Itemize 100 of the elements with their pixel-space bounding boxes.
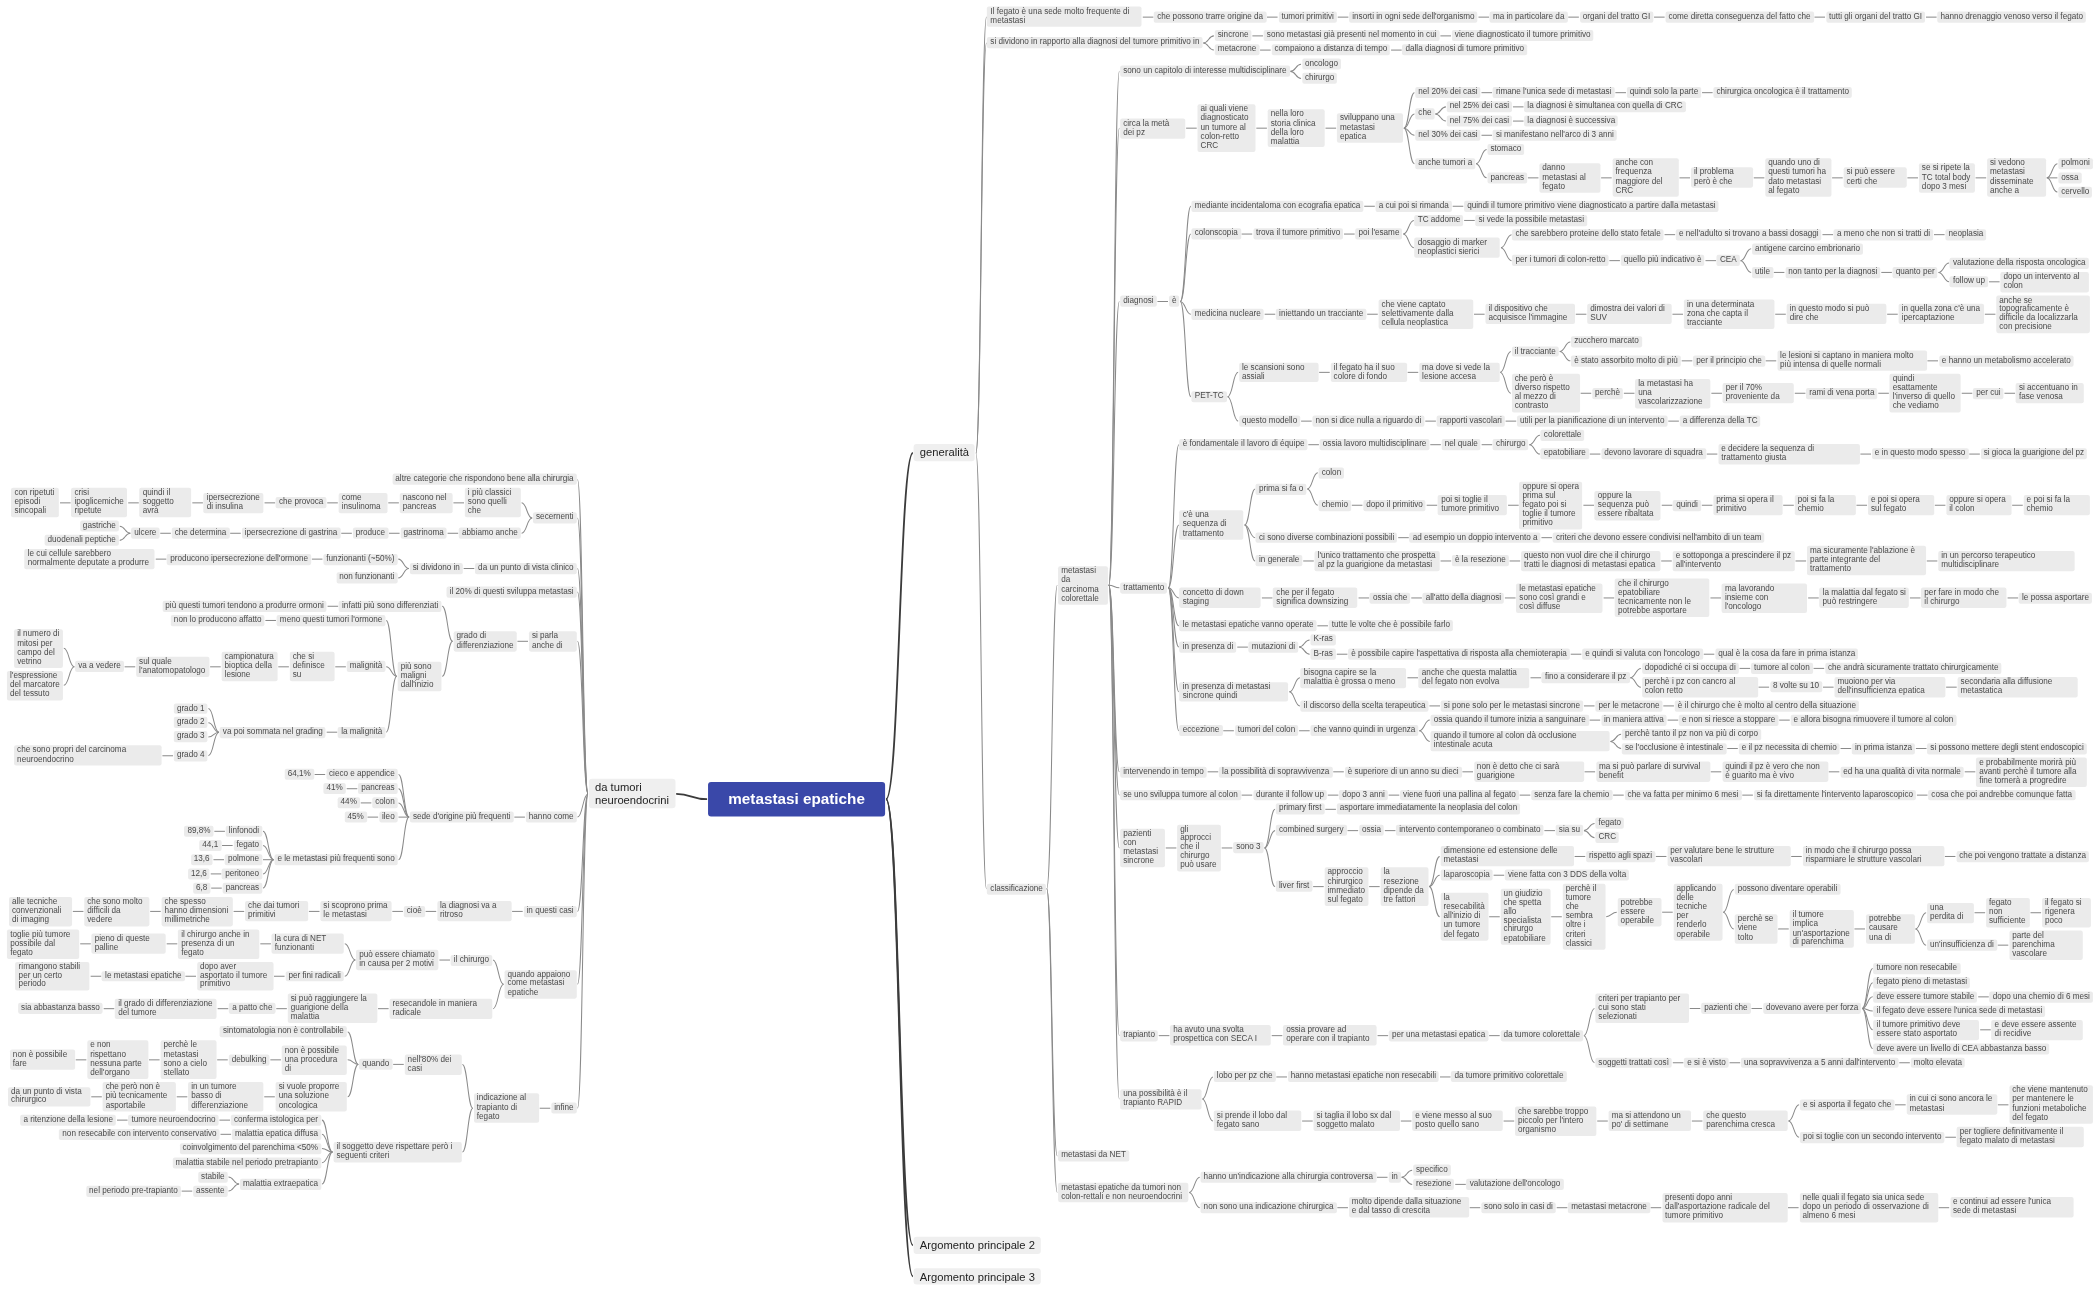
subtopic: trattamento <box>1120 582 1168 594</box>
subtopic: ossia quando il tumore inizia a sanguinare <box>1430 714 1589 726</box>
subtopic: in questi casi <box>523 905 577 917</box>
subtopic: cieco e appendice <box>326 768 398 781</box>
subtopic: chemio <box>1318 499 1351 511</box>
subtopic: le metastasi epatiche vanno operate <box>1179 620 1317 632</box>
subtopic: dosaggio di marker neoplastici sierici <box>1414 237 1501 258</box>
subtopic: polmone <box>224 854 263 866</box>
subtopic: viene diagnosticato il tumore primitivo <box>1451 30 1594 42</box>
subtopic: funzionanti (~50%) <box>323 553 398 565</box>
subtopic: sincrone <box>1214 30 1252 42</box>
subtopic: criteri che devono essere condivisi nell'ambito di un team <box>1552 532 1765 544</box>
subtopic: il chirurgo <box>450 954 493 966</box>
subtopic: poi si toglie con un secondo intervento <box>1799 1131 1945 1143</box>
subtopic: quando <box>359 1058 393 1070</box>
subtopic: sono 3 <box>1233 842 1264 854</box>
subtopic: neoplasia <box>1945 229 1987 241</box>
subtopic: anche che questa malattia del fegato non evolva <box>1418 667 1530 688</box>
subtopic: poi si fa la chemio <box>1794 495 1856 516</box>
subtopic: dopo il primitivo <box>1363 499 1426 511</box>
subtopic: CEA <box>1716 255 1740 267</box>
subtopic: CRC <box>1595 832 1620 844</box>
subtopic: muoiono per via dell'insufficienza epatica <box>1834 677 1946 698</box>
subtopic: quindi esattamente l'inverso di quello che vediamo <box>1889 374 1961 413</box>
subtopic: quello più indicativo è <box>1620 255 1705 267</box>
subtopic: che spesso hanno dimensioni millimetriche <box>161 896 233 927</box>
subtopic: che <box>1415 108 1435 120</box>
subtopic: che viene mantenuto per mantenere le funzioni metaboliche del fegato <box>2009 1085 2093 1125</box>
subtopic: si vuole proporre una soluzione oncologica <box>275 1082 347 1112</box>
subtopic: le metastasi epatiche sono così grandi e così diffuse <box>1516 583 1603 613</box>
subtopic: il tumore implica un'asportazione di parenchima <box>1789 909 1854 949</box>
subtopic: mutazioni di <box>1248 641 1299 653</box>
subtopic: rispetto agli spazi <box>1586 850 1656 863</box>
subtopic: rapporti vascolari <box>1436 415 1505 427</box>
subtopic: presenti dopo anni dall'asportazione radicale del tumore primitivo <box>1662 1193 1788 1223</box>
subtopic: l'unico trattamento che prospetta al pz la guarigione da metastasi <box>1314 550 1440 572</box>
subtopic: bisogna capire se la malattia è grossa o meno <box>1300 667 1407 688</box>
subtopic: e non si riesce a stoppare <box>1679 714 1779 726</box>
subtopic: poi si toglie il tumore primitivo <box>1438 495 1508 516</box>
subtopic: lobo per pz che <box>1213 1071 1276 1083</box>
subtopic: PET-TC <box>1191 391 1227 403</box>
subtopic: eccezione <box>1179 725 1223 737</box>
subtopic: gli approcci che il chirurgo può usare <box>1177 824 1221 872</box>
subtopic: il soggetto deve rispettare però i seguenti criteri <box>333 1141 462 1163</box>
subtopic: dopo una chemio di 6 mesi <box>1989 991 2093 1003</box>
subtopic: e poi si fa la chemio <box>2023 495 2090 516</box>
subtopic: e allora bisogna rimuovere il tumore al colon <box>1790 714 1957 726</box>
subtopic: tutti gli organi del tratto GI <box>1825 11 1926 23</box>
subtopic: un giudizio che spetta allo specialista chirurgo epatobiliare <box>1500 888 1551 946</box>
subtopic: molto dipende dalla situazione e dal tasso di crescita <box>1348 1197 1469 1218</box>
subtopic: sono un capitolo di interesse multidisciplinare <box>1120 65 1290 77</box>
subtopic: il dispositivo che acquisisce l'immagine <box>1485 304 1575 325</box>
subtopic: nell'80% dei casi <box>404 1054 462 1075</box>
subtopic: le metastasi epatiche <box>102 970 185 982</box>
subtopic: hanno come <box>525 811 577 823</box>
subtopic: dovevano avere per forza <box>1762 1002 1862 1015</box>
subtopic: la diagnosi va a ritroso <box>437 901 512 922</box>
subtopic: possono diventare operabili <box>1734 883 1841 895</box>
subtopic: durante il follow up <box>1253 789 1327 801</box>
subtopic: per i tumori di colon-retto <box>1512 255 1609 267</box>
subtopic: e si è visto <box>1684 1057 1729 1069</box>
subtopic: più questi tumori tendono a produrre ormoni <box>162 600 327 612</box>
subtopic: classificazione <box>987 883 1046 895</box>
subtopic: se l'occlusione è intestinale <box>1621 742 1727 755</box>
subtopic: ma sicuramente l'ablazione è parte integrante del trattamento <box>1806 546 1926 576</box>
subtopic: trova il tumore primitivo <box>1253 228 1344 240</box>
subtopic: va a vedere <box>75 661 124 673</box>
subtopic: organi del tratto GI <box>1579 11 1654 23</box>
subtopic: il problema però è che <box>1690 167 1753 188</box>
subtopic: fegato <box>1595 817 1625 830</box>
subtopic: TC addome <box>1414 214 1464 227</box>
subtopic: il fegato si rigenera poco <box>2041 898 2091 928</box>
subtopic: intervento contemporaneo o combinato <box>1396 825 1544 837</box>
subtopic: che però non è più tecnicamente asportabile <box>102 1082 176 1112</box>
subtopic: oncologo <box>1301 58 1341 70</box>
subtopic: si accentuano in fase venosa <box>2015 383 2085 404</box>
subtopic: che andrà sicuramente trattato chirurgicamente <box>1824 662 2002 674</box>
subtopic: quando appaiono come metastasi epatiche <box>504 969 577 1000</box>
subtopic: sono solo in casi di <box>1481 1202 1556 1214</box>
subtopic: nel 75% dei casi <box>1446 115 1513 127</box>
subtopic: i più classici sono quelli che <box>464 488 521 518</box>
subtopic: toglie più tumore possibile dal fegato <box>7 929 80 959</box>
subtopic: che sono propri del carcinoma neuroendocrino <box>14 745 162 766</box>
subtopic: perchè <box>1592 387 1624 399</box>
subtopic: che sarebbe troppo piccolo per l'intero organismo <box>1515 1106 1597 1136</box>
subtopic: e decidere la sequenza di trattamento giusta <box>1718 443 1860 465</box>
subtopic: mediante incidentaloma con ecografia epatica <box>1191 200 1364 212</box>
subtopic: e poi si opera sul fegato <box>1867 495 1934 516</box>
subtopic: per il principio che <box>1693 355 1765 367</box>
subtopic: ossia <box>1358 825 1385 837</box>
subtopic: e si asporta il fegato che <box>1799 1099 1895 1111</box>
subtopic: pancreas <box>222 882 263 894</box>
subtopic: la diagnosi è simultanea con quella di CRC <box>1524 101 1686 113</box>
subtopic: in questo modo si può dire che <box>1786 304 1887 325</box>
subtopic: che possono trarre origine da <box>1154 11 1267 23</box>
subtopic: linfonodi <box>225 825 263 837</box>
subtopic: per fini radicali <box>285 970 344 982</box>
subtopic: e continui ad essere l'unica sede di metastasi <box>1950 1197 2074 1218</box>
subtopic: si parla anche di <box>528 631 577 652</box>
subtopic: che per il fegato significa downsizing <box>1273 587 1358 609</box>
